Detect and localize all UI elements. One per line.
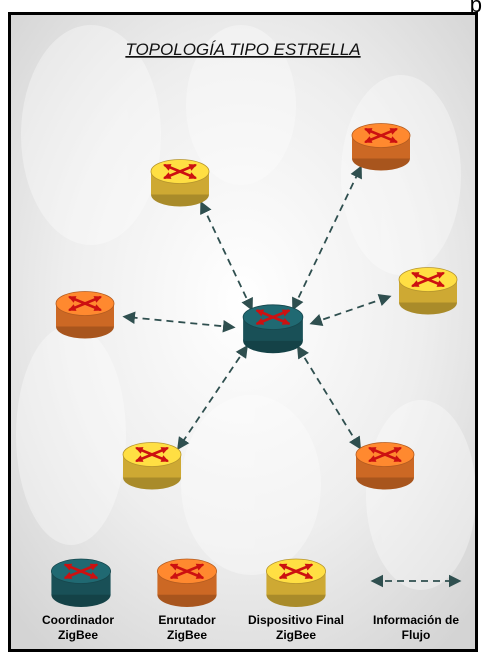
- router-cross-arrows-icon: [364, 128, 398, 143]
- node-bottom-left: [122, 442, 182, 490]
- legend-router-label: Enrutador ZigBee: [144, 613, 230, 643]
- router-cross-arrows-icon: [68, 295, 102, 312]
- router-cross-arrows-icon: [169, 563, 205, 579]
- top-text-fragment: p: [469, 0, 482, 17]
- flow-link-top-left: [200, 200, 253, 312]
- legend-router-icon: [157, 558, 217, 607]
- device-nodes: [55, 123, 458, 490]
- node-right: [398, 267, 458, 315]
- node-bottom-right: [355, 442, 415, 490]
- legend-end-device-icon: [266, 558, 326, 607]
- node-left: [55, 291, 115, 339]
- diagram-frame: TOPOLOGÍA TIPO ESTRELLA Coordinador ZigB…: [8, 12, 478, 652]
- legend-end-device-line1: Dispositivo Final: [247, 613, 344, 627]
- flow-link-bottom-right: [296, 345, 362, 450]
- legend-end-device-line2: ZigBee: [275, 628, 316, 642]
- flow-link-top-right: [292, 165, 362, 311]
- legend-flow-line2: Flujo: [401, 628, 431, 642]
- legend-router-line2: ZigBee: [166, 628, 207, 642]
- star-topology-diagram: TOPOLOGÍA TIPO ESTRELLA: [11, 15, 475, 649]
- node-top-right: [351, 123, 411, 171]
- legend-flow-label: Información de Flujo: [361, 613, 471, 643]
- flow-link-right: [309, 294, 392, 326]
- node-center: [242, 304, 304, 354]
- router-cross-arrows-icon: [135, 446, 169, 463]
- legend-icons: [51, 558, 462, 607]
- router-cross-arrows-icon: [368, 446, 402, 463]
- flow-links: [122, 165, 392, 451]
- legend-coordinator-icon: [51, 558, 111, 607]
- router-cross-arrows-icon: [63, 563, 99, 579]
- flow-link-left: [122, 311, 236, 333]
- legend-router-line1: Enrutador: [158, 613, 216, 627]
- legend-end-device-label: Dispositivo Final ZigBee: [233, 613, 359, 643]
- node-top-left: [150, 159, 210, 207]
- router-cross-arrows-icon: [255, 309, 291, 325]
- legend-coordinator-label: Coordinador ZigBee: [33, 613, 123, 643]
- legend-flow-line1: Información de: [372, 613, 459, 627]
- router-cross-arrows-icon: [411, 271, 445, 288]
- flow-link-bottom-left: [177, 344, 248, 451]
- router-cross-arrows-icon: [278, 563, 314, 579]
- diagram-title: TOPOLOGÍA TIPO ESTRELLA: [125, 40, 360, 59]
- legend-coordinator-line2: ZigBee: [57, 628, 98, 642]
- router-cross-arrows-icon: [163, 164, 197, 179]
- legend-coordinator-line1: Coordinador: [42, 613, 114, 627]
